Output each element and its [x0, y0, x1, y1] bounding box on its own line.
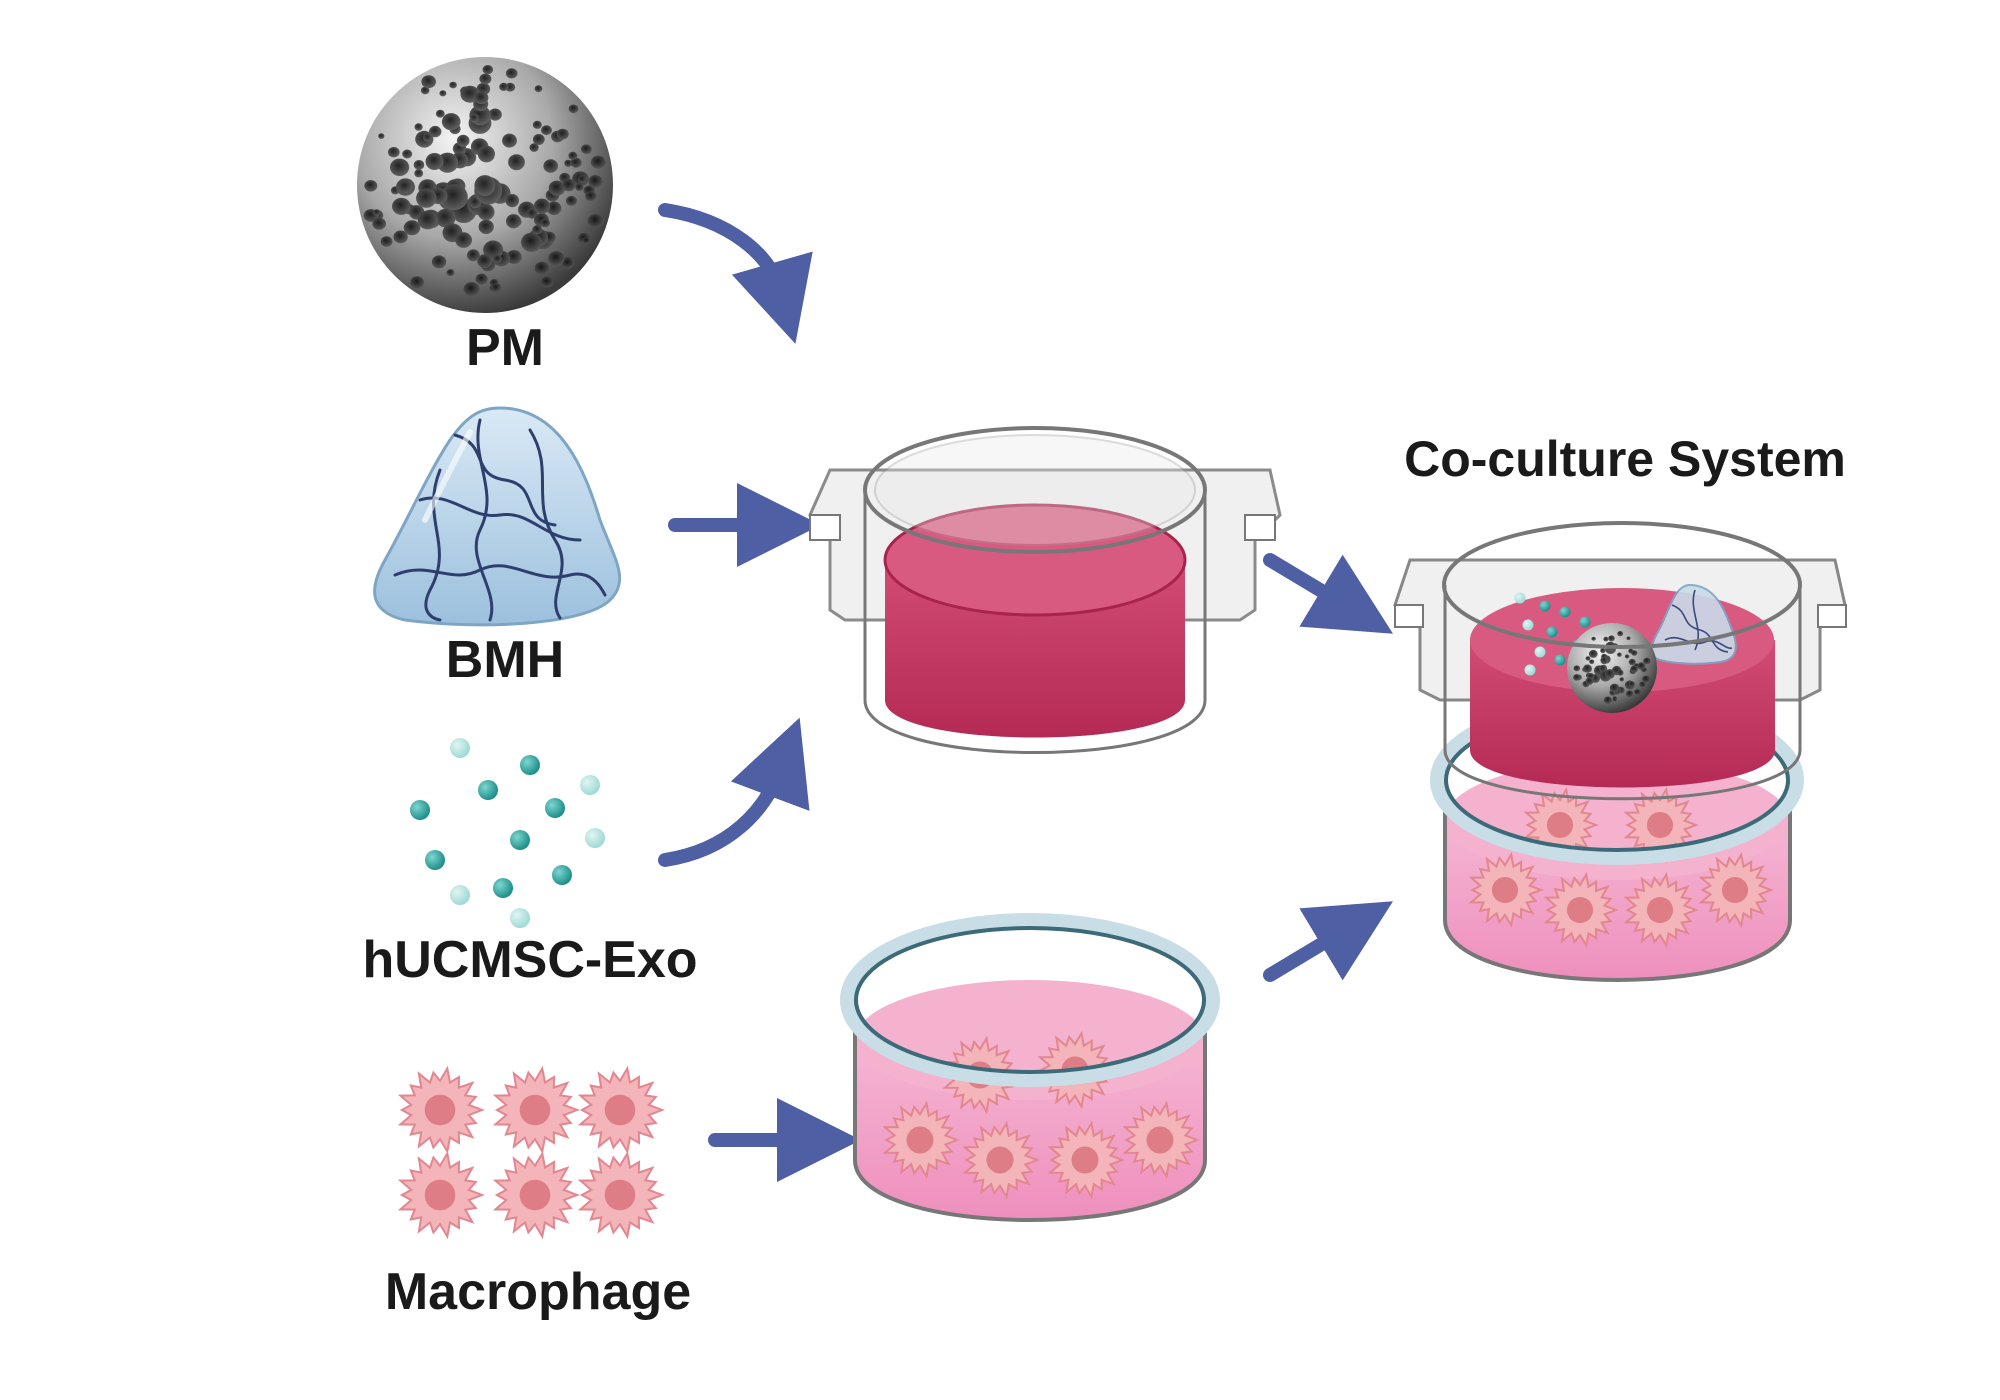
- exosome-icon: [410, 738, 605, 928]
- label-co-culture-system: Co-culture System: [1404, 431, 1846, 487]
- label-bmh: BMH: [445, 631, 565, 689]
- culture-dish-icon: [840, 913, 1220, 1222]
- label-pm: PM: [466, 319, 544, 377]
- hydrogel-icon: [373, 406, 621, 627]
- arrow-icon: [658, 203, 1394, 1182]
- label-macrophage: Macrophage: [384, 1263, 692, 1321]
- macrophage-icon: [397, 1065, 666, 1240]
- porous-microsphere-icon: [357, 57, 613, 313]
- transwell-insert-icon: [808, 426, 1282, 754]
- co-culture-system-icon: [1393, 521, 1847, 982]
- label-hucmsc-exo: hUCMSC-Exo: [362, 931, 698, 989]
